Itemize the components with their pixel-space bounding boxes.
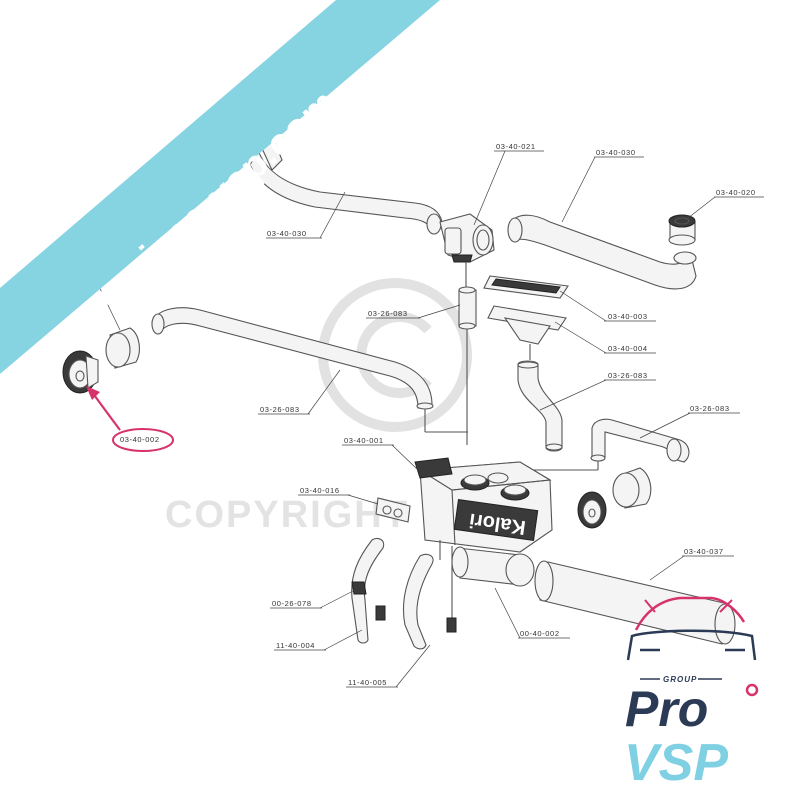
callout-03-40-001: 03-40-001 <box>344 436 384 445</box>
hose-00-26-078 <box>351 537 386 644</box>
callout-03-26-083-b: 03-26-083 <box>608 371 648 380</box>
logo-group-text: GROUP <box>663 675 697 684</box>
duct-03-40-030-right <box>507 214 697 290</box>
callout-03-40-020: 03-40-020 <box>716 188 756 197</box>
caps-right <box>577 467 652 529</box>
callout-03-40-021: 03-40-021 <box>496 142 536 151</box>
duct-03-26-083-left <box>151 307 468 433</box>
callout-03-26-083-d: 03-26-083 <box>260 405 300 414</box>
plate-03-40-016 <box>375 497 411 523</box>
provsp-logo: GROUP Pro VSP <box>624 596 759 792</box>
callout-11-40-005: 11-40-005 <box>348 678 387 687</box>
pipe-03-26-083-short <box>458 286 477 445</box>
callout-03-40-003: 03-40-003 <box>608 312 648 321</box>
callout-03-40-016: 03-40-016 <box>300 486 340 495</box>
duct-03-26-083-center <box>517 360 563 452</box>
duct-03-26-083-right <box>520 418 690 471</box>
logo-vsp-text: VSP <box>624 734 728 792</box>
callout-11-40-004: 11-40-004 <box>276 641 315 650</box>
callout-03-40-002: 03-40-002 <box>120 435 160 444</box>
highlight-arrow-icon <box>86 386 100 400</box>
pipe-03-40-037 <box>534 560 736 645</box>
callout-03-40-037: 03-40-037 <box>684 547 724 556</box>
cap-03-40-002 <box>62 350 99 394</box>
callout-03-40-030-right: 03-40-030 <box>596 148 636 157</box>
callout-00-40-002: 00-40-002 <box>520 629 560 638</box>
highlight-03-40-002 <box>86 386 174 452</box>
logo-pro-text: Pro <box>625 681 708 737</box>
grille-03-40-003 <box>483 275 569 299</box>
adapter-03-40-024 <box>105 327 140 369</box>
car-outline-icon <box>626 596 757 661</box>
outlet-03-40-004 <box>487 305 567 360</box>
callout-03-40-030-left: 03-40-030 <box>267 229 307 238</box>
logo-bolt-icon <box>745 683 759 697</box>
heater-03-40-001: Kalori <box>414 457 553 620</box>
callout-03-40-004: 03-40-004 <box>608 344 648 353</box>
cap-03-40-020 <box>668 214 696 246</box>
valve-03-40-021 <box>439 213 495 290</box>
fan-00-40-002 <box>451 546 535 587</box>
callout-03-26-083-c: 03-26-083 <box>690 404 730 413</box>
callout-03-26-083-a: 03-26-083 <box>368 309 408 318</box>
hose-11-40-004 <box>402 553 457 650</box>
callout-00-26-078: 00-26-078 <box>272 599 312 608</box>
